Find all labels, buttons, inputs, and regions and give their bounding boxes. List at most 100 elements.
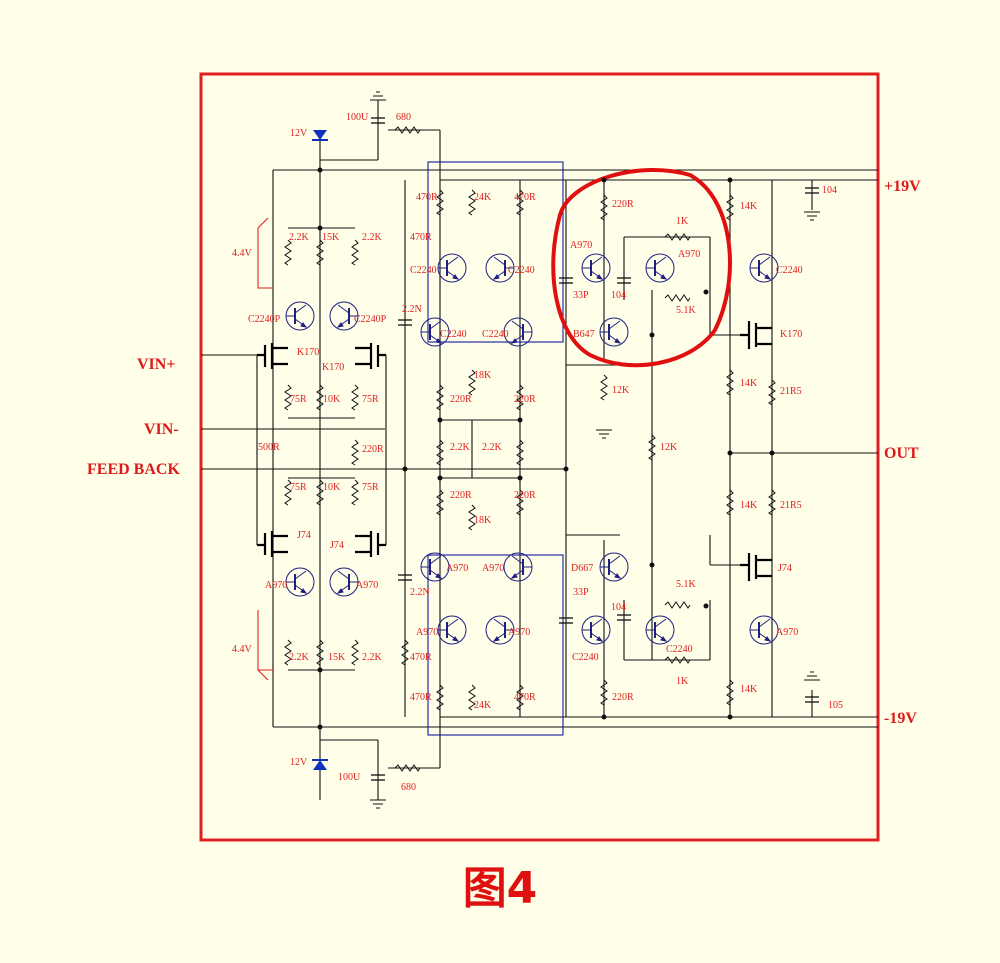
component-label: 470R: [410, 232, 432, 243]
component-label: 24K: [474, 192, 492, 203]
component-label: 220R: [514, 490, 536, 501]
component-label: 470R: [410, 692, 432, 703]
component-label: 33P: [573, 587, 589, 598]
component-label: C2240P: [248, 314, 281, 325]
component-label: A970: [678, 249, 700, 260]
component-label: C2240: [482, 329, 509, 340]
component-label: D667: [571, 563, 593, 574]
component-label: 500R: [258, 442, 280, 453]
resistors: [284, 126, 776, 772]
component-label: 2.2K: [289, 652, 310, 663]
component-label: 1K: [676, 216, 689, 227]
ground-symbols: [370, 91, 820, 809]
component-label: 680: [401, 782, 416, 793]
component-label: 21R5: [780, 500, 802, 511]
component-label: 14K: [740, 684, 758, 695]
junctions: [317, 167, 775, 730]
component-label: J74: [330, 540, 344, 551]
component-label: 220R: [612, 199, 634, 210]
component-label: 104: [822, 185, 837, 196]
component-label: A970: [776, 627, 798, 638]
vin-pos-label: VIN+: [137, 356, 175, 373]
component-label: 2.2N: [410, 587, 430, 598]
output-label: OUT: [884, 445, 919, 462]
component-label: 12V: [290, 757, 308, 768]
component-label: 1K: [676, 676, 689, 687]
component-labels: 100U 680 12V 4.4V 2.2K 15K 2.2K C2240P C…: [232, 112, 843, 793]
component-label: 104: [611, 602, 626, 613]
component-label: B647: [573, 329, 595, 340]
component-label: 2.2K: [362, 652, 383, 663]
component-label: A970: [508, 627, 530, 638]
frame-border: [199, 72, 880, 842]
component-label: 18K: [474, 515, 492, 526]
component-label: 220R: [514, 394, 536, 405]
component-label: 2.2K: [450, 442, 471, 453]
component-label: K170: [780, 329, 802, 340]
component-label: 2.2K: [289, 232, 310, 243]
wires: [201, 100, 878, 800]
component-label: J74: [778, 563, 792, 574]
component-label: 12V: [290, 128, 308, 139]
component-label: 33P: [573, 290, 589, 301]
component-label: 220R: [362, 444, 384, 455]
component-label: 5.1K: [676, 579, 697, 590]
component-label: 75R: [362, 394, 379, 405]
capacitors: [371, 117, 819, 781]
component-label: 2.2K: [482, 442, 503, 453]
component-label: 14K: [740, 500, 758, 511]
voltage-arrows: [257, 217, 273, 681]
rail-pos-label: +19V: [884, 178, 921, 195]
component-label: 220R: [612, 692, 634, 703]
component-label: C2240: [666, 644, 693, 655]
component-label: C2240: [776, 265, 803, 276]
vin-neg-label: VIN-: [144, 421, 179, 438]
component-label: 10K: [323, 482, 341, 493]
component-label: C2240: [410, 265, 437, 276]
component-label: 470R: [514, 192, 536, 203]
component-label: K170: [297, 347, 319, 358]
component-label: 220R: [450, 490, 472, 501]
red-circle-annotation: [551, 167, 732, 368]
fets: [257, 321, 772, 581]
figure-caption: 图4: [462, 863, 538, 914]
component-label: C2240: [440, 329, 467, 340]
component-label: 105: [828, 700, 843, 711]
component-label: 18K: [474, 370, 492, 381]
component-label: 470R: [416, 192, 438, 203]
component-label: 12K: [612, 385, 630, 396]
component-label: 100U: [338, 772, 361, 783]
component-label: 14K: [740, 378, 758, 389]
component-label: 75R: [290, 482, 307, 493]
component-label: A970: [265, 580, 287, 591]
component-label: 2.2N: [402, 304, 422, 315]
component-label: 2.2K: [362, 232, 383, 243]
zener-diodes: [312, 130, 328, 770]
component-label: J74: [297, 530, 311, 541]
component-label: 12K: [660, 442, 678, 453]
component-label: 4.4V: [232, 248, 253, 259]
component-label: 15K: [322, 232, 340, 243]
component-label: 75R: [362, 482, 379, 493]
component-label: 21R5: [780, 386, 802, 397]
net-labels: +19V -19V OUT VIN+ VIN- FEED BACK: [87, 178, 921, 727]
component-label: 220R: [450, 394, 472, 405]
component-label: 5.1K: [676, 305, 697, 316]
component-label: C2240: [508, 265, 535, 276]
component-label: 24K: [474, 700, 492, 711]
signal-loops: [427, 161, 564, 736]
component-label: C2240P: [354, 314, 387, 325]
component-label: A970: [482, 563, 504, 574]
feedback-label: FEED BACK: [87, 461, 180, 478]
component-label: 10K: [323, 394, 341, 405]
component-label: K170: [322, 362, 344, 373]
rail-neg-label: -19V: [884, 710, 917, 727]
component-label: 100U: [346, 112, 369, 123]
component-label: 104: [611, 290, 626, 301]
component-label: 680: [396, 112, 411, 123]
component-label: 4.4V: [232, 644, 253, 655]
component-label: A970: [446, 563, 468, 574]
component-label: 14K: [740, 201, 758, 212]
component-label: 15K: [328, 652, 346, 663]
